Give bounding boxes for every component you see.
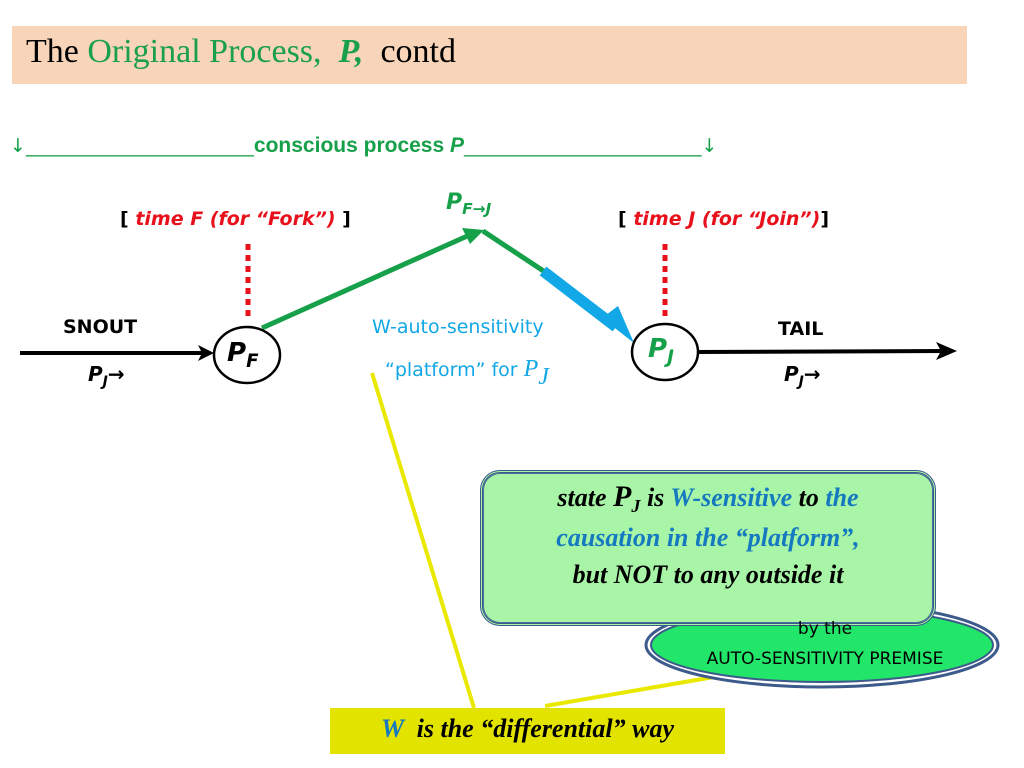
join-node-sub: J	[667, 347, 674, 369]
fork-bracket-open: [	[120, 208, 136, 230]
fork-node-label: PF	[227, 338, 259, 372]
w-note-text: W is the “differential” way	[330, 714, 725, 744]
snout-state-sub: J	[102, 373, 108, 390]
join-bracket-open: [	[618, 208, 634, 230]
title-symbol: P,	[338, 33, 364, 70]
fork-node-base: P	[227, 338, 247, 368]
snout-label: SNOUT	[63, 316, 138, 338]
title-suffix: contd	[380, 33, 456, 70]
tail-arrow	[694, 349, 946, 354]
snout-state-base: P	[88, 362, 103, 386]
join-time-label: [ time J (for “Join”)]	[618, 208, 829, 230]
fork-to-peak-arrow	[260, 230, 476, 331]
right-rule: _________________________	[464, 135, 702, 157]
premise-text: by the AUTO-SENSITIVITY PREMISE	[645, 614, 1005, 674]
transition-base: P	[446, 190, 463, 215]
state-word: state	[557, 483, 614, 512]
state-line-3: but NOT to any outside it	[572, 560, 844, 589]
fork-to-peak-arrowhead	[462, 228, 484, 244]
platform-causation-arrowhead	[602, 306, 634, 343]
down-arrow-icon-right: ↓	[701, 135, 718, 157]
fork-node-sub: F	[246, 351, 259, 373]
title-prefix: The	[26, 33, 88, 70]
snout-arrowhead	[198, 345, 214, 361]
tail-state-sub: J	[798, 373, 804, 390]
platform-pj-base: P	[523, 356, 539, 382]
tail-label: TAIL	[778, 318, 824, 340]
w-symbol: W	[380, 714, 404, 743]
state-line-1: state PJ is W-sensitive to the	[480, 478, 936, 519]
join-time-text: time J (for “Join”)	[633, 208, 821, 230]
transition-sub: F→J	[462, 200, 492, 219]
platform-line-2: “platform” for PJ	[385, 356, 549, 390]
snout-state: PJ→	[88, 362, 125, 390]
state-line-2: causation in the “platform”,	[556, 523, 860, 552]
state-to: to	[792, 483, 826, 512]
platform-line-1: W-auto-sensitivity	[372, 316, 544, 338]
transition-label: PF→J	[446, 190, 492, 219]
w-note-box	[330, 708, 725, 754]
w-note-body: is the “differential” way	[403, 714, 674, 743]
conscious-process-bar: ↓________________________conscious proce…	[10, 134, 1024, 158]
tail-state: PJ→	[784, 362, 821, 390]
fork-time-label: [ time F (for “Fork”) ]	[120, 208, 351, 230]
process-label: conscious process	[253, 134, 450, 157]
join-node-label: PJ	[648, 334, 674, 368]
right-arrow-icon: →	[107, 362, 125, 386]
join-bracket-close: ]	[820, 208, 830, 230]
platform-line-2-text: “platform” for	[385, 359, 524, 381]
tail-state-base: P	[784, 362, 799, 386]
state-the: the	[825, 483, 859, 512]
state-callout-text: state PJ is W-sensitive to the causation…	[480, 478, 936, 593]
process-symbol: P	[450, 134, 465, 157]
state-p: P	[613, 480, 632, 513]
state-w-sensitive: W-sensitive	[670, 483, 793, 512]
fork-node	[212, 325, 282, 385]
fork-time-text: time F (for “Fork”)	[135, 208, 336, 230]
state-is: is	[640, 483, 671, 512]
title-bar	[12, 26, 967, 84]
premise-line-2: AUTO-SENSITIVITY PREMISE	[706, 649, 944, 669]
w-callout-line-1	[370, 372, 476, 709]
join-node-base: P	[648, 334, 668, 364]
slide-title: The Original Process, P, contd	[26, 33, 456, 71]
fork-bracket-close: ]	[335, 208, 351, 230]
platform-pj-sub: J	[538, 364, 549, 391]
title-highlight: Original Process,	[87, 33, 322, 70]
state-callout-box	[480, 470, 936, 626]
tail-arrowhead	[936, 342, 957, 360]
premise-line-1: by the	[797, 619, 853, 639]
down-arrow-icon-left: ↓	[10, 135, 26, 157]
peak-to-join-line	[481, 228, 547, 275]
state-p-sub: J	[631, 496, 641, 517]
left-rule: ________________________	[25, 135, 254, 157]
join-node	[630, 322, 700, 382]
right-arrow-icon: →	[803, 362, 821, 386]
